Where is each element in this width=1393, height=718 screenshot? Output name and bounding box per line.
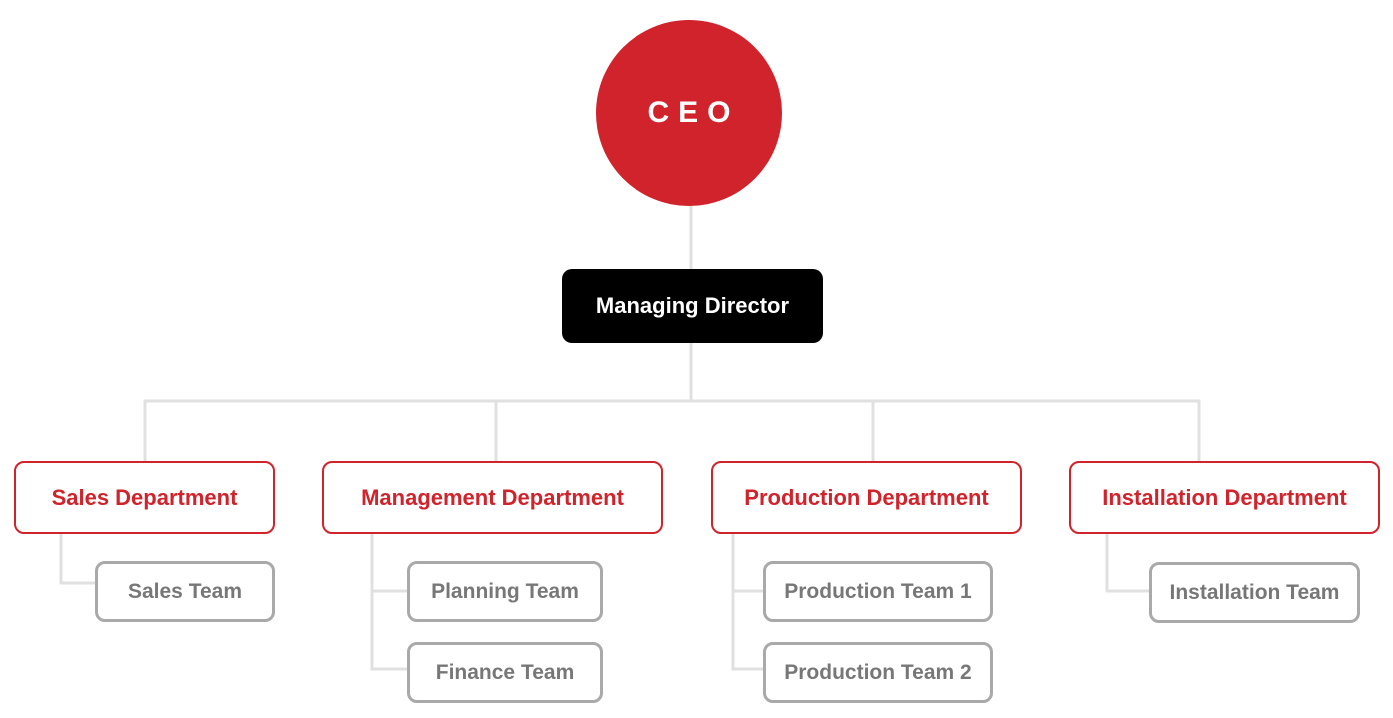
managing-director-node: Managing Director — [562, 269, 823, 343]
installation-department-node: Installation Department — [1069, 461, 1380, 534]
sales-department-node: Sales Department — [14, 461, 275, 534]
sales-team-node: Sales Team — [95, 561, 275, 622]
ceo-node: CEO — [596, 20, 782, 206]
production-team-2-node: Production Team 2 — [763, 642, 993, 703]
management-department-node: Management Department — [322, 461, 663, 534]
production-department-node: Production Department — [711, 461, 1022, 534]
production-team-1-node: Production Team 1 — [763, 561, 993, 622]
planning-team-node: Planning Team — [407, 561, 603, 622]
installation-team-node: Installation Team — [1149, 562, 1360, 623]
finance-team-node: Finance Team — [407, 642, 603, 703]
